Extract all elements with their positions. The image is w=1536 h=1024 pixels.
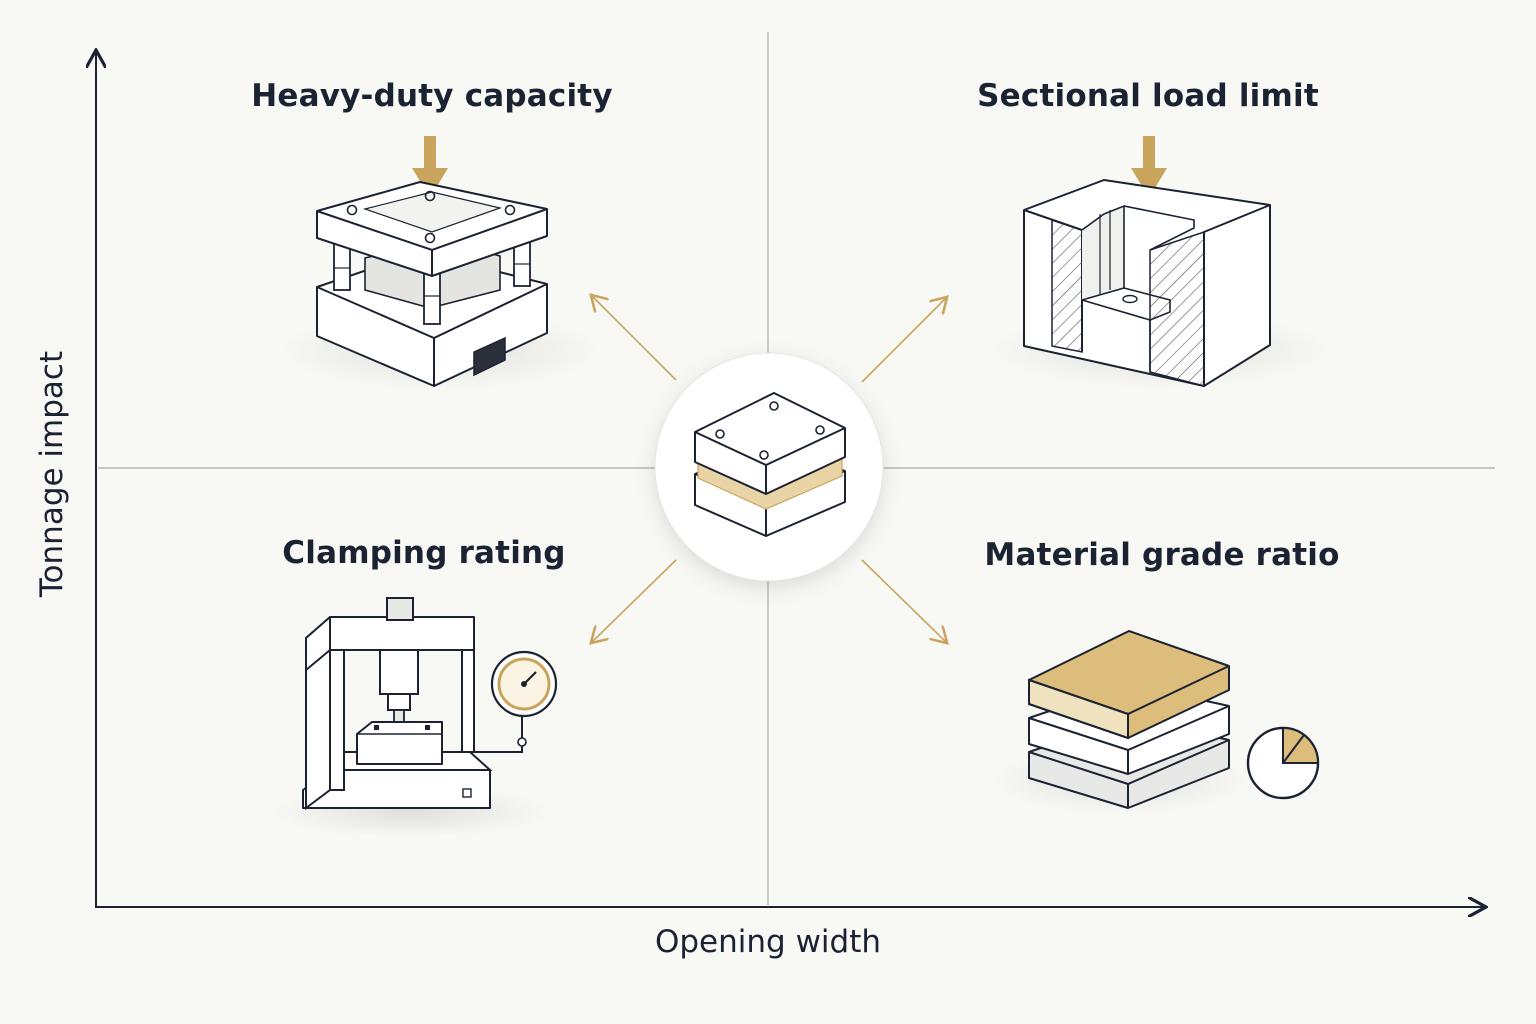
stacked-plates-pie-icon — [990, 630, 1320, 814]
sectional-load-limit-title: Sectional load limit — [977, 78, 1319, 114]
sectional-block-icon — [990, 136, 1330, 388]
x-axis-label: Opening width — [654, 924, 882, 960]
clamping-rating-title: Clamping rating — [282, 535, 566, 571]
heavy-duty-capacity-title: Heavy-duty capacity — [251, 78, 613, 114]
arrow-to-bottom-right — [861, 559, 946, 642]
y-axis-label: Tonnage impact — [34, 350, 70, 598]
arrow-to-top-right — [861, 298, 946, 383]
clamp-press-gauge-icon — [270, 597, 558, 838]
mold-press-icon — [280, 136, 600, 390]
material-grade-ratio-title: Material grade ratio — [984, 537, 1340, 573]
mold-plate-icon — [654, 352, 884, 582]
arrow-to-bottom-left — [592, 559, 677, 642]
arrow-to-top-left — [592, 296, 677, 381]
